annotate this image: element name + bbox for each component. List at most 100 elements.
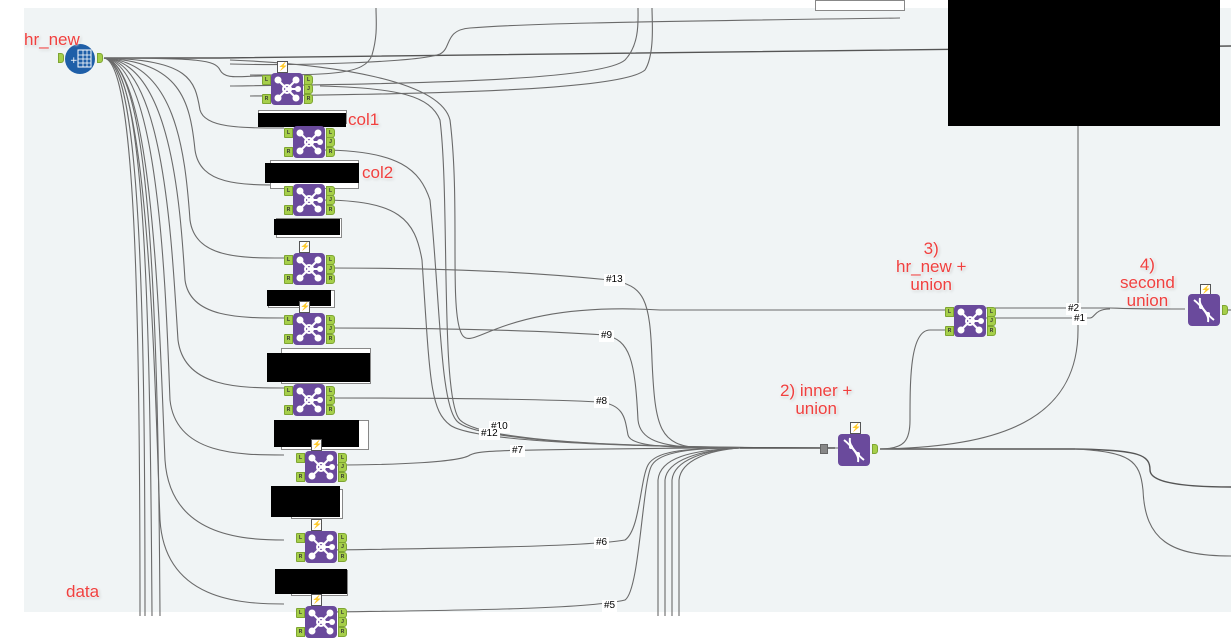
right-input-anchor[interactable]: R [296,472,305,482]
wire [678,447,741,616]
join-icon [305,451,337,483]
wire-label-5: #5 [602,600,618,612]
right-input-anchor[interactable]: R [284,205,293,215]
connection-wires [103,7,1231,616]
wire [319,149,841,449]
right-input-anchor[interactable]: R [945,326,954,336]
wire [985,308,1111,319]
wire [103,57,285,129]
wire [319,85,841,449]
wire-label-9: #9 [599,330,615,342]
join-output-anchor[interactable]: J [338,462,347,472]
right-input-anchor[interactable]: R [284,405,293,415]
union-icon [1188,294,1220,326]
right-input-anchor[interactable]: R [296,552,305,562]
input-anchor[interactable] [58,53,64,63]
join-output-anchor[interactable]: J [326,137,335,147]
right-input-anchor[interactable]: R [284,147,293,157]
bolt-icon: ⚡ [277,61,288,73]
right-output-anchor[interactable]: R [304,94,313,104]
wire [103,57,285,541]
left-input-anchor[interactable]: L [262,75,271,85]
redacted-block [258,113,346,127]
left-input-anchor[interactable]: L [284,315,293,325]
join-icon [293,253,325,285]
redacted-block [265,163,359,183]
join-icon [305,606,337,638]
left-input-anchor[interactable]: L [296,453,305,463]
union-input-anchor[interactable] [820,444,828,454]
join-output-anchor[interactable]: J [326,395,335,405]
wire [329,397,840,449]
wire [249,7,653,97]
bolt-icon: ⚡ [311,594,322,606]
left-input-anchor[interactable]: L [284,186,293,196]
annotation-hr-new: hr_new [24,30,80,49]
output-anchor[interactable] [97,53,103,63]
bolt-icon: ⚡ [299,301,310,313]
wire [664,447,741,616]
right-input-anchor[interactable]: R [284,274,293,284]
join-output-anchor[interactable]: J [326,324,335,334]
right-output-anchor[interactable]: R [338,472,347,482]
right-output-anchor[interactable]: R [326,274,335,284]
right-output-anchor[interactable]: R [326,205,335,215]
annotation-col1: col1 [348,110,380,129]
right-output-anchor[interactable]: R [987,326,996,336]
join-icon [305,531,337,563]
left-input-anchor[interactable]: L [296,608,305,618]
union-output-anchor[interactable] [1222,305,1228,315]
wire-label-12: #12 [479,428,500,440]
wire [329,447,741,551]
wire [103,57,141,616]
join-output-anchor[interactable]: J [338,617,347,627]
wire [319,199,841,449]
wire [329,267,840,449]
left-input-anchor[interactable]: L [284,386,293,396]
left-input-anchor[interactable]: L [296,533,305,543]
join-output-anchor[interactable]: J [326,264,335,274]
left-input-anchor[interactable]: L [945,307,954,317]
wire [229,7,639,87]
right-input-anchor[interactable]: R [284,334,293,344]
redacted-block [267,353,370,382]
union-output-anchor[interactable] [872,444,878,454]
right-output-anchor[interactable]: R [338,627,347,637]
join-output-anchor[interactable]: J [326,195,335,205]
wire [103,57,285,389]
annotation-inner-union: 2) inner + union [780,382,852,418]
wire [103,57,285,456]
left-input-anchor[interactable]: L [284,255,293,265]
wire [880,448,1231,488]
wire-label-2: #2 [1066,303,1082,315]
right-output-anchor[interactable]: R [326,147,335,157]
join-output-anchor[interactable]: J [304,84,313,94]
join-icon [293,126,325,158]
wire [103,57,161,616]
right-input-anchor[interactable]: R [262,94,271,104]
right-output-anchor[interactable]: R [326,334,335,344]
annotation-box [815,0,905,11]
wire-label-6: #6 [594,537,610,549]
annotation-hr-new-union: 3) hr_new + union [896,240,966,294]
wire-label-13: #13 [604,274,625,286]
right-output-anchor[interactable]: R [326,405,335,415]
wire [229,59,950,339]
join-icon [293,184,325,216]
bolt-icon: ⚡ [299,241,310,253]
join-output-anchor[interactable]: J [338,542,347,552]
wire [103,57,285,259]
annotation-line: union [795,399,837,418]
right-output-anchor[interactable]: R [338,552,347,562]
annotation-line: second [1120,273,1175,292]
right-input-anchor[interactable]: R [296,627,305,637]
wire [985,307,1186,310]
annotation-col2: col2 [362,163,394,182]
redacted-block [271,486,340,517]
svg-text:+: + [70,56,78,66]
redacted-block [274,219,340,235]
wire [329,447,741,613]
left-input-anchor[interactable]: L [284,128,293,138]
annotation-data: data [66,582,100,601]
join-output-anchor[interactable]: J [987,316,996,326]
